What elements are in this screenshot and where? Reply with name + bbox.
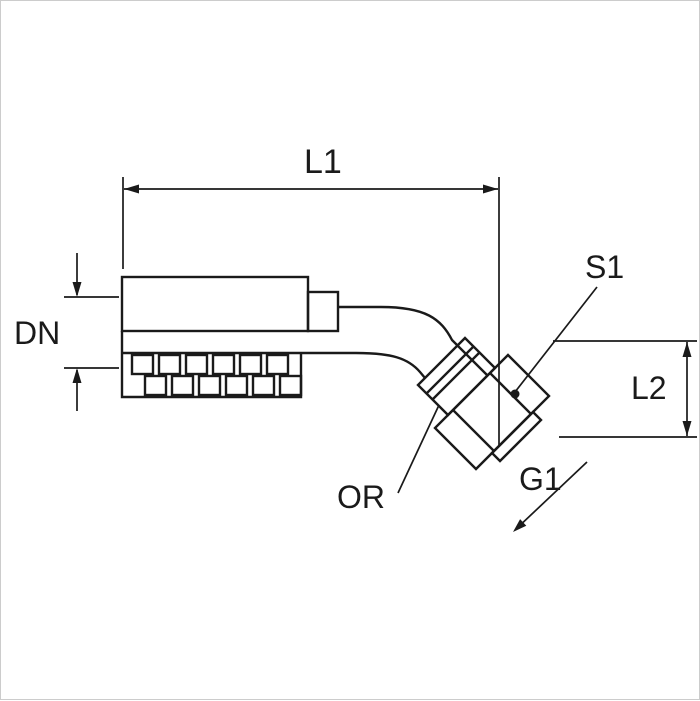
s1-leader-dot xyxy=(510,389,520,399)
socket-step-outline xyxy=(306,290,340,333)
nut-hex-flat-line xyxy=(489,372,532,415)
serration-tooth xyxy=(130,353,155,376)
l2-arrow-up xyxy=(682,342,692,357)
or-label: OR xyxy=(337,479,385,515)
tube-inner-bend xyxy=(122,351,426,379)
o-ring-groove-line xyxy=(432,352,480,400)
serration-tooth xyxy=(197,374,222,397)
dim-dn: DN xyxy=(14,253,119,411)
dim-l2: L2 xyxy=(553,340,697,438)
swivel-nut xyxy=(433,353,551,471)
l1-arrow-left xyxy=(124,184,139,194)
dn-arrow-down xyxy=(72,282,82,297)
tube-outer-bend xyxy=(338,305,488,376)
leader-s1: S1 xyxy=(510,249,624,399)
g1-arrow xyxy=(513,519,527,532)
serration-tooth xyxy=(251,374,276,397)
serration-tooth xyxy=(143,374,168,397)
serration-teeth xyxy=(130,353,303,397)
dn-arrow-up xyxy=(72,368,82,383)
serration-tooth xyxy=(170,374,195,397)
leader-or: OR xyxy=(337,404,440,515)
s1-leader-line xyxy=(514,286,598,393)
nut-hex-flat-line xyxy=(452,409,495,452)
serration-tooth xyxy=(211,353,236,376)
l2-arrow-down xyxy=(682,421,692,436)
seal-face-end xyxy=(490,410,543,463)
fitting xyxy=(120,275,551,471)
l1-arrow-right xyxy=(483,184,498,194)
dim-l1: L1 xyxy=(122,143,500,447)
serration-tooth xyxy=(184,353,209,376)
g1-label: G1 xyxy=(519,461,562,497)
serration-tooth xyxy=(278,374,303,397)
serration-tooth xyxy=(265,353,290,376)
g1-dimension-line xyxy=(514,461,588,531)
socket-shell-outline xyxy=(120,275,310,333)
serration-tooth xyxy=(238,353,263,376)
o-ring-groove-line xyxy=(426,346,474,394)
dim-g1: G1 xyxy=(513,461,588,532)
or-leader-line xyxy=(397,404,440,494)
serration-tooth xyxy=(157,353,182,376)
serration-tooth xyxy=(224,374,249,397)
s1-label: S1 xyxy=(585,249,624,285)
l2-label: L2 xyxy=(631,370,667,406)
l1-label: L1 xyxy=(304,143,342,181)
dn-label: DN xyxy=(14,315,60,351)
